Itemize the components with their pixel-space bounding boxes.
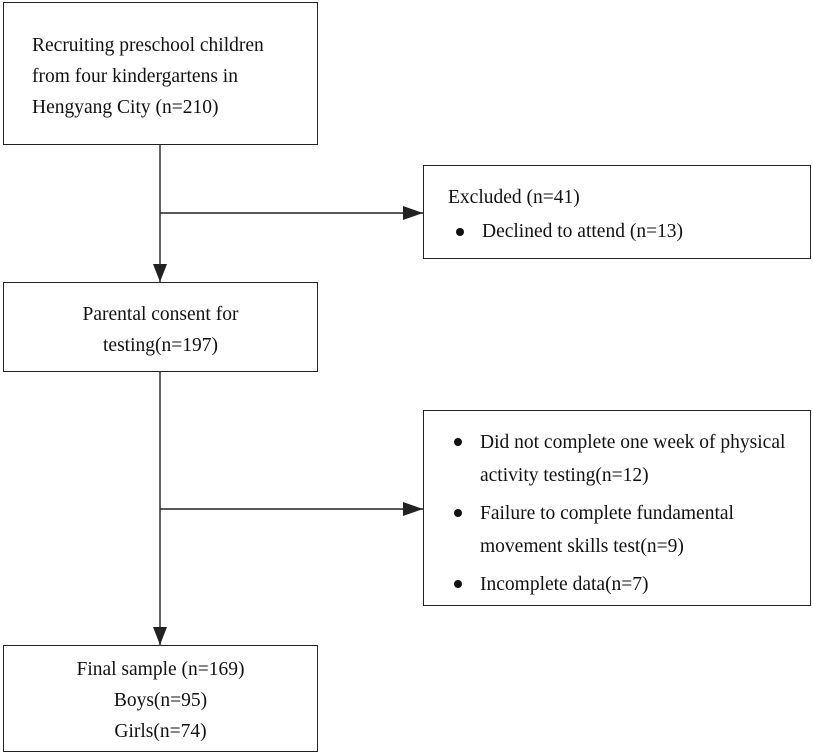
list-item: Declined to attend (n=13)	[456, 216, 800, 247]
excluded-reason-text: Declined to attend (n=13)	[482, 221, 684, 242]
exclusion-reasons-box: Did not complete one week of physical ac…	[423, 410, 811, 606]
final-boys-line: Boys(n=95)	[113, 690, 208, 711]
reason-text: Did not complete one week of physical ac…	[480, 432, 786, 486]
bullet-icon	[454, 580, 462, 588]
reason-text: Incomplete data(n=7)	[480, 574, 649, 595]
bullet-icon	[456, 228, 464, 236]
excluded-box: Excluded (n=41) Declined to attend (n=13…	[423, 165, 811, 259]
final-girls-line: Girls(n=74)	[114, 721, 207, 742]
consent-line-1: Parental consent for	[82, 304, 239, 325]
reason-text: Failure to complete fundamental movement…	[480, 503, 734, 557]
list-item: Incomplete data(n=7)	[454, 568, 800, 601]
final-sample-line: Final sample (n=169)	[76, 659, 245, 680]
list-item: Failure to complete fundamental movement…	[454, 497, 800, 563]
consent-line-2: testing(n=197)	[103, 335, 218, 356]
bullet-icon	[454, 438, 462, 446]
recruitment-line-2: from four kindergartens in	[32, 66, 238, 87]
excluded-list: Declined to attend (n=13)	[456, 216, 800, 247]
excluded-heading: Excluded (n=41)	[448, 187, 580, 208]
recruitment-line-3: Hengyang City (n=210)	[32, 97, 219, 118]
final-sample-box: Final sample (n=169) Boys(n=95) Girls(n=…	[3, 645, 318, 752]
recruitment-box: Recruiting preschool children from four …	[3, 2, 318, 145]
bullet-icon	[454, 509, 462, 517]
consent-box: Parental consent for testing(n=197)	[3, 282, 318, 372]
recruitment-line-1: Recruiting preschool children	[32, 35, 264, 56]
exclusion-reasons-list: Did not complete one week of physical ac…	[454, 426, 800, 601]
list-item: Did not complete one week of physical ac…	[454, 426, 800, 492]
